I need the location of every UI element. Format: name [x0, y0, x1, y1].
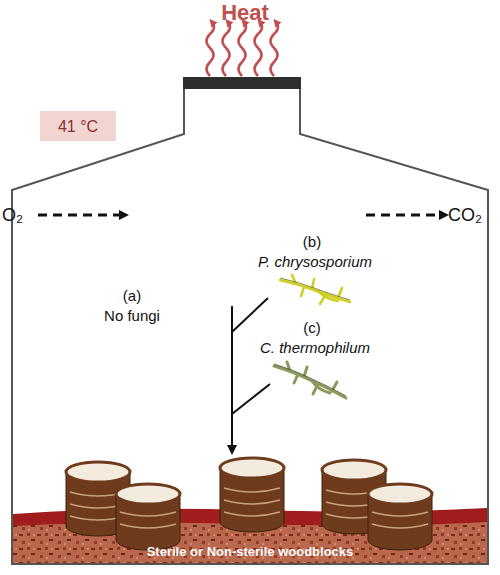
- woodblock-bed-band: Sterile or Non-sterile woodblocks: [13, 514, 487, 563]
- woodblock: [116, 484, 180, 550]
- treatment-letter: (c): [292, 318, 332, 337]
- temperature-box: 41 °C: [40, 111, 116, 141]
- olive-hyphae: [274, 362, 346, 398]
- treatment-branch-lines: [232, 298, 270, 450]
- gas-label: CO₂: [448, 204, 498, 226]
- woodblock: [220, 458, 284, 532]
- yellow-hyphae-outline: [280, 278, 350, 300]
- yellow-hyphae: [280, 275, 350, 304]
- node-text: Sterile or Non-sterile woodblocks: [17, 544, 483, 560]
- olive-hyphae-outline: [274, 364, 346, 396]
- oxygen-arrow: [38, 214, 124, 217]
- gas-label: O₂: [2, 204, 38, 226]
- woodblock: [368, 484, 432, 550]
- bottle-outline: [12, 88, 488, 564]
- treatment-label: No fungi: [90, 306, 174, 325]
- treatment-letter: (a): [112, 286, 152, 305]
- species-name: C. thermophilum: [250, 338, 380, 357]
- node-text: 41 °C: [42, 117, 114, 136]
- bottle-cap: [183, 77, 301, 89]
- co2-arrow: [366, 214, 444, 217]
- species-name: P. chrysosporium: [250, 252, 380, 271]
- treatment-letter: (b): [292, 232, 332, 251]
- heat-label: Heat: [195, 0, 295, 26]
- heat-waves: [207, 22, 279, 76]
